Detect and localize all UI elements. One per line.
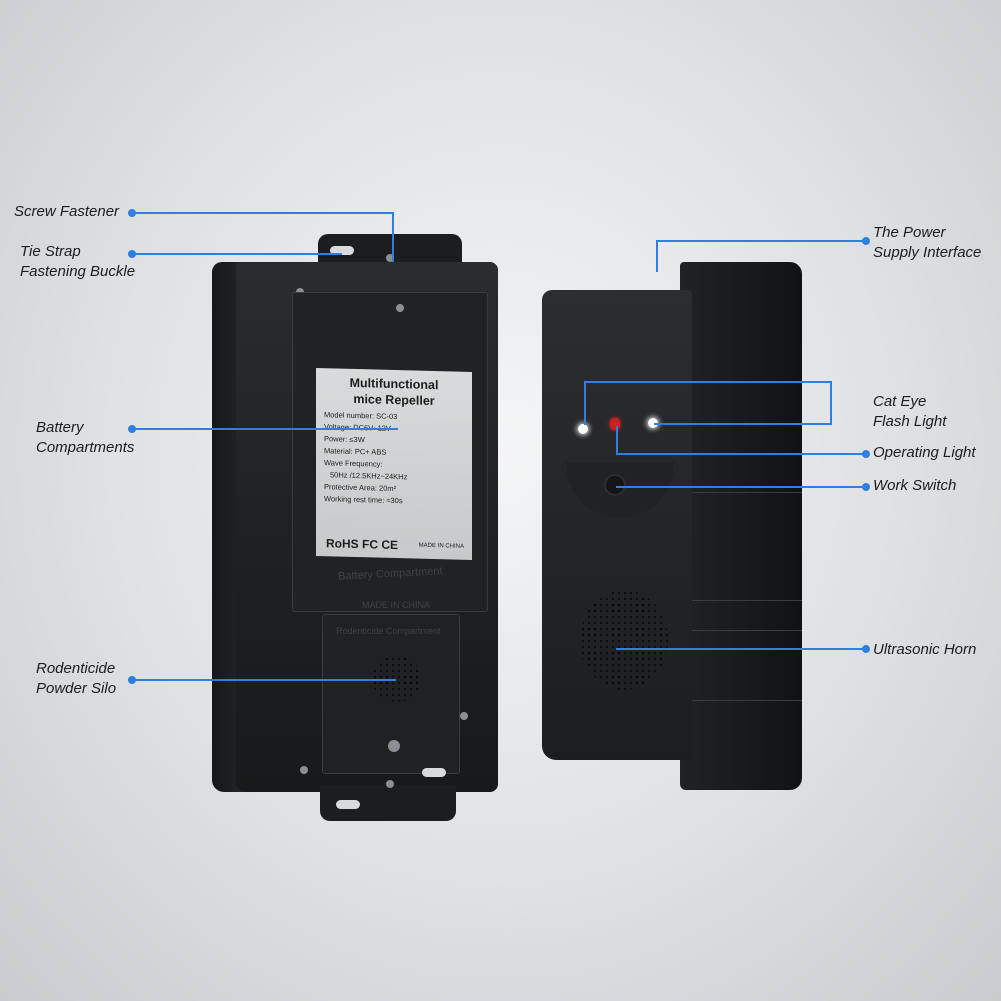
side-seam bbox=[690, 630, 802, 631]
callout-line-cat-eye-top bbox=[584, 381, 832, 383]
callout-line-cat-eye-bottom bbox=[654, 423, 832, 425]
operating-light-led bbox=[610, 418, 620, 430]
sticker-rest-time: Working rest time: ≈30s bbox=[324, 494, 403, 506]
callout-line-power-drop bbox=[656, 240, 658, 272]
corner-screw bbox=[460, 712, 468, 720]
callout-dot-screw bbox=[128, 209, 136, 217]
cat-eye-light-right bbox=[648, 418, 658, 428]
callout-dot-battery bbox=[128, 425, 136, 433]
certification-marks: RoHS FC CE bbox=[326, 536, 398, 553]
bottom-tab-screw bbox=[386, 780, 394, 788]
label-ultrasonic-horn: Ultrasonic Horn bbox=[873, 641, 977, 658]
sticker-made-in: MADE IN CHINA bbox=[418, 542, 464, 550]
embossed-made-text: MADE IN CHINA bbox=[362, 600, 431, 610]
label-battery-compartments: Battery Compartments bbox=[36, 419, 135, 456]
label-screw-fastener: Screw Fastener bbox=[14, 203, 120, 220]
callout-dot-tie-strap bbox=[128, 250, 136, 258]
label-tie-strap: Tie Strap Fastening Buckle bbox=[20, 243, 136, 280]
cat-eye-light-left bbox=[578, 424, 588, 434]
right-device-side bbox=[680, 262, 802, 790]
bottom-slot-right bbox=[422, 768, 446, 777]
label-cat-eye: Cat Eye Flash Light bbox=[873, 393, 947, 430]
callout-line-cat-eye-left bbox=[584, 381, 586, 425]
callout-line-cat-eye-right bbox=[830, 381, 832, 425]
side-seam bbox=[690, 600, 802, 601]
callout-line-screw bbox=[132, 212, 394, 214]
callout-line-rodenticide bbox=[132, 679, 396, 681]
callout-line-tie-strap bbox=[132, 253, 342, 255]
callout-dot-horn bbox=[862, 645, 870, 653]
tie-strap-slot-left bbox=[330, 246, 354, 255]
callout-dot-power bbox=[862, 237, 870, 245]
callout-line-switch bbox=[616, 486, 866, 488]
callout-line-operating-drop bbox=[616, 426, 618, 454]
sticker-title: Multifunctional mice Repeller bbox=[349, 375, 439, 409]
callout-line-screw-drop bbox=[392, 212, 394, 262]
label-work-switch: Work Switch bbox=[873, 477, 957, 494]
callout-dot-switch bbox=[862, 483, 870, 491]
corner-screw bbox=[300, 766, 308, 774]
callout-dot-rodenticide bbox=[128, 676, 136, 684]
callout-line-battery bbox=[132, 428, 398, 430]
top-tab-screw bbox=[386, 254, 394, 262]
side-seam bbox=[690, 700, 802, 701]
callout-line-power bbox=[656, 240, 866, 242]
label-power-supply: The Power Supply Interface bbox=[873, 224, 982, 261]
silo-screw bbox=[388, 740, 400, 752]
spec-sticker: Multifunctional mice Repeller Model numb… bbox=[316, 367, 472, 561]
battery-cover-screw bbox=[396, 304, 404, 312]
label-rodenticide: Rodenticide Powder Silo bbox=[36, 660, 117, 697]
callout-line-horn bbox=[616, 648, 866, 650]
work-switch-button bbox=[604, 474, 626, 496]
callout-dot-operating bbox=[862, 450, 870, 458]
bottom-slot-left bbox=[336, 800, 360, 809]
ultrasonic-horn-grille bbox=[580, 590, 668, 690]
side-seam bbox=[690, 492, 802, 493]
callout-line-operating bbox=[616, 453, 866, 455]
label-operating-light: Operating Light bbox=[873, 444, 976, 461]
embossed-silo-text: Rodenticide Compartment bbox=[336, 626, 441, 636]
